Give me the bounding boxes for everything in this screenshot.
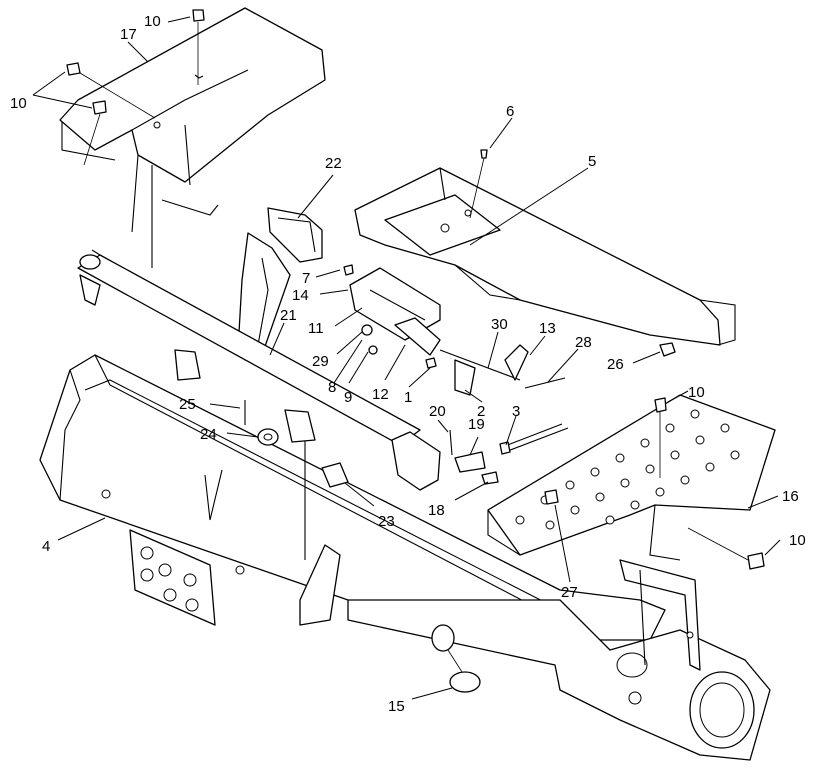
callout-2: 2 [477, 403, 485, 420]
callout-12: 12 [372, 386, 389, 403]
callout-7: 7 [302, 270, 310, 287]
callout-13: 13 [539, 320, 556, 337]
callout-3: 3 [512, 403, 520, 420]
callout-27: 27 [561, 584, 578, 601]
callout-labels: 10 17 10 22 6 5 7 14 21 11 30 13 28 29 8… [10, 13, 806, 715]
callout-4: 4 [42, 538, 50, 555]
callout-9: 9 [344, 389, 352, 406]
footrest-panel [354, 167, 736, 346]
callout-15: 15 [388, 698, 405, 715]
main-frame [39, 349, 666, 641]
callout-20: 20 [429, 403, 446, 420]
callout-24: 24 [200, 426, 217, 443]
small-hardware [66, 9, 765, 693]
callout-29: 29 [312, 353, 329, 370]
callout-30: 30 [491, 316, 508, 333]
callout-10-top: 10 [144, 13, 161, 30]
callout-21: 21 [280, 307, 297, 324]
callout-5: 5 [588, 153, 596, 170]
callout-6: 6 [506, 103, 514, 120]
callout-25: 25 [179, 396, 196, 413]
callout-11: 11 [308, 320, 324, 337]
step-plate [487, 394, 776, 561]
callout-10-left: 10 [10, 95, 27, 112]
callout-16: 16 [782, 488, 799, 505]
callout-1: 1 [404, 389, 412, 406]
callout-14: 14 [292, 287, 309, 304]
callout-10-step: 10 [688, 384, 705, 401]
callout-28: 28 [575, 334, 592, 351]
step-holes [515, 409, 740, 530]
callout-22: 22 [325, 155, 342, 172]
pedal-shaft [77, 249, 441, 491]
callout-19: 19 [468, 416, 485, 433]
cover-panel [59, 7, 326, 268]
callout-8: 8 [328, 379, 336, 396]
callout-18: 18 [428, 502, 445, 519]
callout-17: 17 [120, 26, 137, 43]
callout-23: 23 [378, 513, 395, 530]
callout-26: 26 [607, 356, 624, 373]
leader-lines [32, 16, 781, 700]
callout-10-right: 10 [789, 532, 806, 549]
